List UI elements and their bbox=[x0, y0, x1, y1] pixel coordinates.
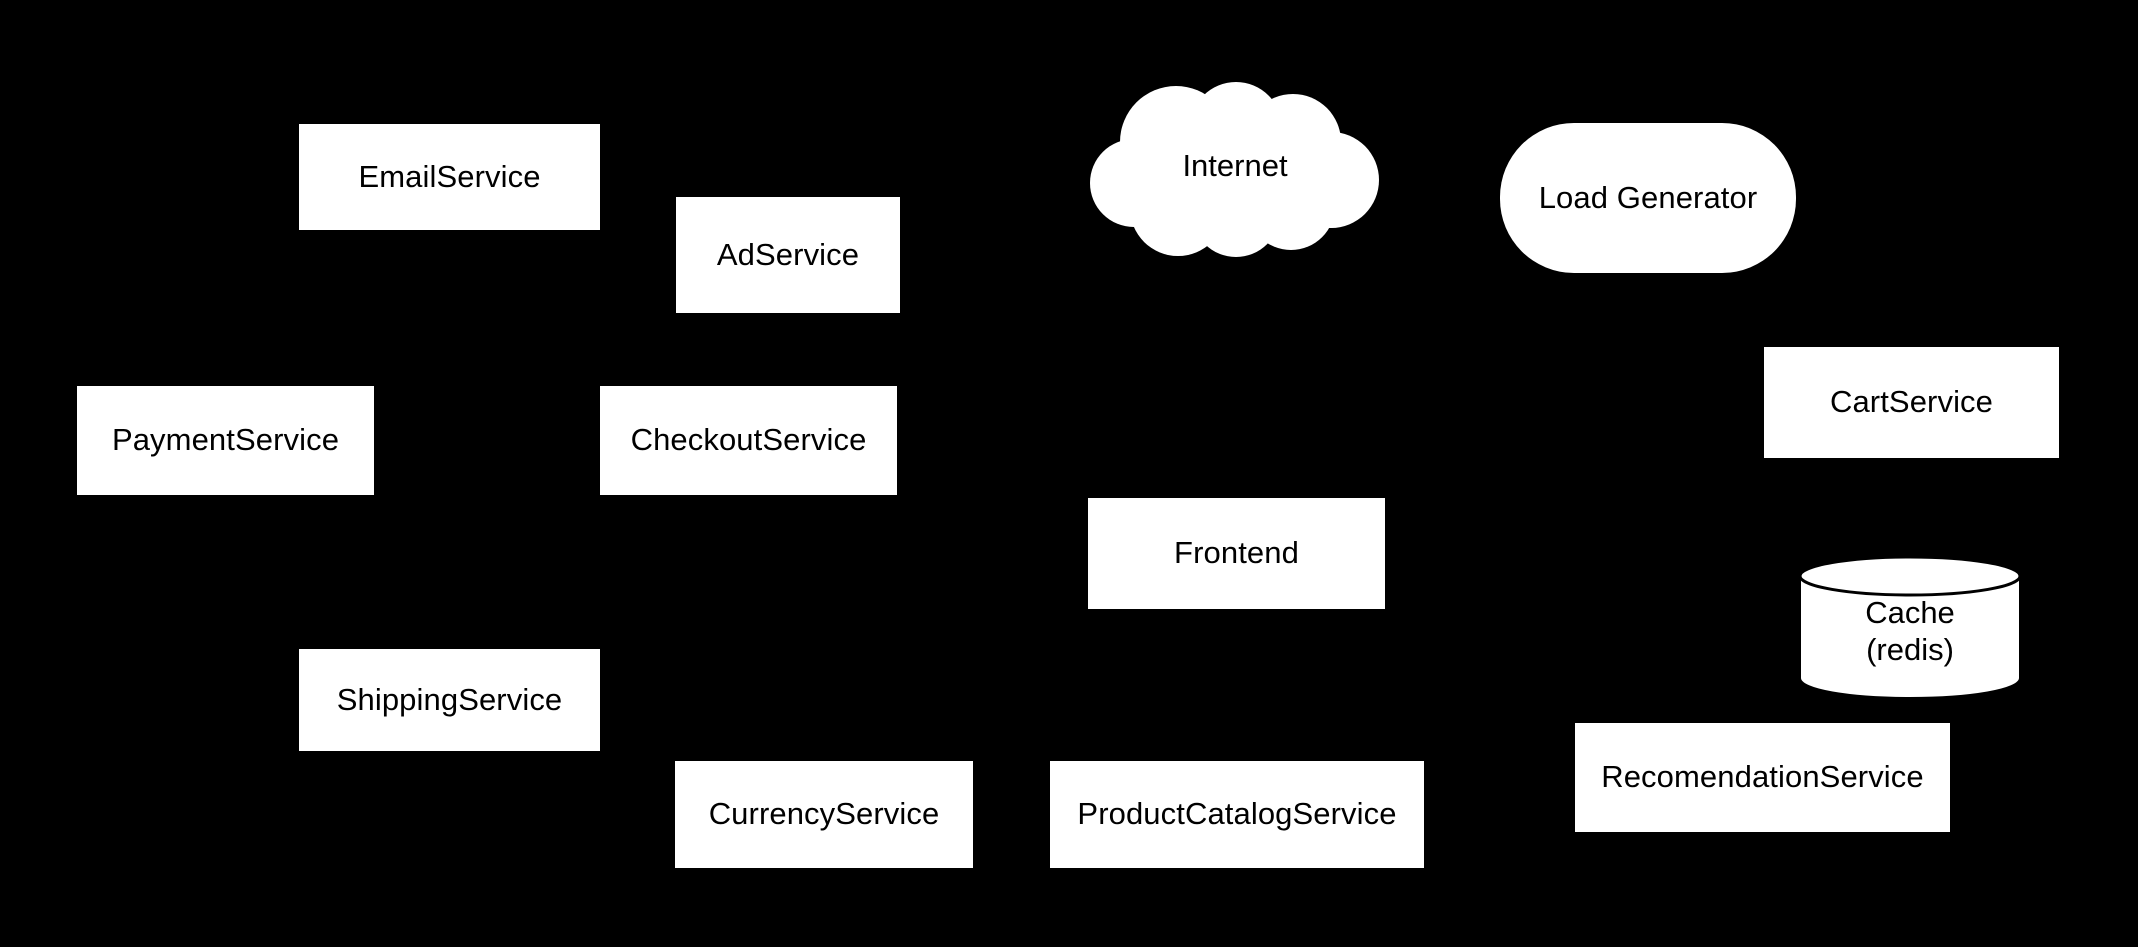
node-label-email-service: EmailService bbox=[358, 158, 541, 194]
node-label-currency-service: CurrencyService bbox=[708, 796, 940, 832]
node-internet[interactable]: Internet bbox=[1088, 80, 1382, 257]
node-checkout-service[interactable]: CheckoutService bbox=[600, 386, 897, 495]
node-label-load-generator: Load Generator bbox=[1538, 179, 1758, 215]
database-cylinder-icon bbox=[1798, 555, 2022, 700]
node-label-cache-redis: Cache (redis) bbox=[1865, 595, 1955, 668]
node-cart-service[interactable]: CartService bbox=[1764, 347, 2059, 458]
node-payment-service[interactable]: PaymentService bbox=[77, 386, 374, 495]
node-label-shipping-service: ShippingService bbox=[336, 681, 563, 717]
node-label-frontend: Frontend bbox=[1174, 535, 1299, 571]
node-frontend[interactable]: Frontend bbox=[1088, 498, 1385, 609]
node-label-cart-service: CartService bbox=[1829, 384, 1994, 420]
node-label-internet: Internet bbox=[1182, 148, 1288, 183]
node-label-product-catalog-service: ProductCatalogService bbox=[1077, 796, 1397, 832]
cloud-icon bbox=[1090, 82, 1379, 257]
node-email-service[interactable]: EmailService bbox=[299, 124, 600, 230]
node-label-ad-service: AdService bbox=[716, 236, 860, 272]
node-recomendation-service[interactable]: RecomendationService bbox=[1575, 723, 1950, 832]
node-ad-service[interactable]: AdService bbox=[676, 197, 900, 313]
node-currency-service[interactable]: CurrencyService bbox=[675, 761, 973, 868]
node-product-catalog-service[interactable]: ProductCatalogService bbox=[1050, 761, 1424, 868]
node-label-checkout-service: CheckoutService bbox=[630, 422, 867, 458]
node-label-payment-service: PaymentService bbox=[111, 422, 340, 458]
node-label-recomendation-service: RecomendationService bbox=[1601, 759, 1924, 795]
node-shipping-service[interactable]: ShippingService bbox=[299, 649, 600, 751]
node-cache-redis[interactable]: Cache (redis) bbox=[1798, 554, 2022, 700]
node-load-generator[interactable]: Load Generator bbox=[1500, 123, 1796, 273]
